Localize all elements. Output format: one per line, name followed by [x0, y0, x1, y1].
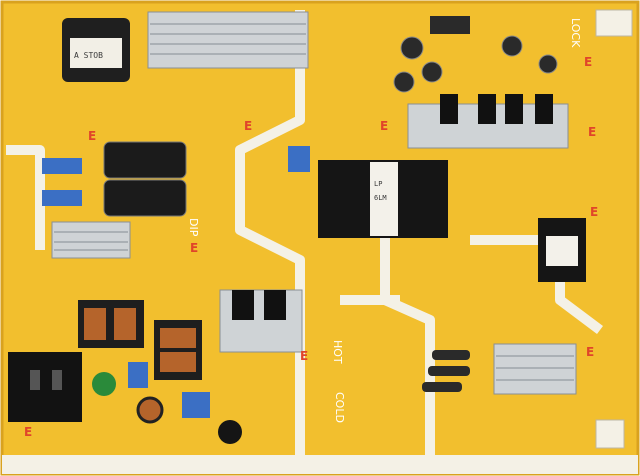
- svg-text:A STOB: A STOB: [74, 51, 103, 60]
- heatsink-bottom-right: [493, 343, 577, 395]
- capacitor-icon-group-top: [393, 35, 558, 93]
- svg-text:E: E: [190, 241, 198, 255]
- heatsink-left: [51, 221, 131, 259]
- dip-label: DIP: [187, 218, 200, 237]
- connector-top-right: [595, 9, 633, 37]
- bottom-edge-strip: [2, 455, 638, 474]
- heatsink-top: [147, 11, 309, 69]
- varistor: [92, 372, 116, 396]
- svg-text:E: E: [588, 125, 596, 139]
- connector-bottom: [595, 419, 625, 449]
- svg-text:E: E: [586, 345, 594, 359]
- blue-capacitor: [42, 190, 82, 206]
- heatsink-center: [219, 289, 303, 353]
- diode-row: [422, 350, 470, 392]
- svg-text:E: E: [24, 425, 32, 439]
- blue-x-capacitor: [128, 362, 148, 388]
- toroid-inductor: [136, 396, 164, 424]
- choke-coil-icon: [78, 300, 144, 348]
- transformer-label: 6LM: [374, 194, 387, 202]
- connector-top: [430, 16, 470, 34]
- blue-capacitor: [42, 158, 82, 174]
- thermistor: [218, 420, 242, 444]
- blue-x-capacitor: [182, 392, 210, 418]
- choke-coil-icon: [154, 320, 202, 380]
- blue-capacitor: [288, 146, 310, 172]
- transformer-icon: A STOB: [62, 18, 130, 82]
- lock-label: LOCK: [569, 18, 582, 48]
- hot-label: HOT: [331, 340, 344, 364]
- standby-transformer: [538, 218, 586, 282]
- svg-text:E: E: [300, 349, 308, 363]
- svg-text:E: E: [244, 119, 252, 133]
- transformer-label: LP: [374, 180, 382, 188]
- bulk-capacitors: [103, 141, 187, 217]
- svg-text:E: E: [584, 55, 592, 69]
- svg-text:E: E: [590, 205, 598, 219]
- red-markings: E E E E E E E E E E: [24, 55, 598, 439]
- ac-inlet-icon: [8, 352, 82, 422]
- main-transformer: LP 6LM: [318, 160, 448, 238]
- svg-text:E: E: [380, 119, 388, 133]
- heatsink-right: [407, 94, 569, 149]
- cold-label: COLD: [333, 392, 346, 423]
- svg-text:E: E: [88, 129, 96, 143]
